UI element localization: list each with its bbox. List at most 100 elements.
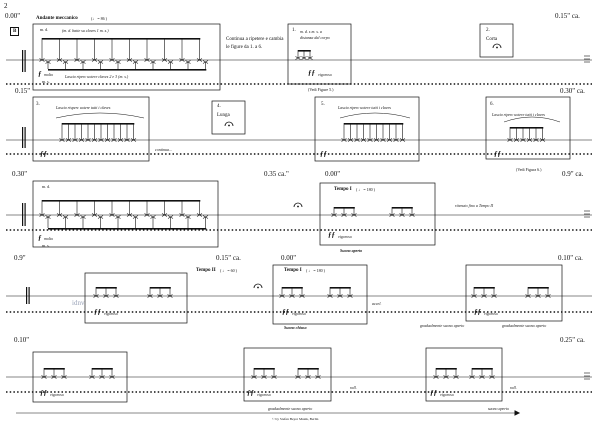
fig3-notes bbox=[59, 123, 137, 142]
box-sys5-c bbox=[425, 347, 503, 402]
sys4-notes-a2 bbox=[147, 287, 173, 298]
box-sys3-main bbox=[32, 180, 219, 248]
sys3-second-time: 0.00" bbox=[325, 170, 341, 178]
sys3-dynamic: ƒ bbox=[38, 234, 42, 242]
fig5-slur bbox=[339, 112, 411, 119]
fig3-slur bbox=[55, 112, 145, 119]
sys5-rall2: rall. bbox=[510, 385, 517, 390]
page-footer: © by Stefan Beyer Musik, Berlin bbox=[272, 417, 319, 421]
fig3-text: Lascia risperc uotere tutti i claves bbox=[56, 105, 111, 110]
note-groups bbox=[22, 38, 590, 380]
fig5-text: Lascia riperc uotere tutti i claves bbox=[338, 105, 391, 110]
sys5-notes-a2 bbox=[89, 368, 115, 379]
sys5-notes-b1 bbox=[251, 368, 277, 379]
box-sys5-b bbox=[243, 347, 332, 402]
sys1-tempo-mm: (♩ = 86 ) bbox=[91, 16, 107, 21]
sys4-tempo1-mm: ( ♩ = 180 ) bbox=[306, 268, 325, 273]
sys3-notes-top bbox=[39, 200, 203, 217]
sys3-mid-time: 0.35 ca." bbox=[264, 170, 289, 178]
percussion-clef-b-2 bbox=[24, 127, 26, 148]
fig1-dynamic: ƒƒ bbox=[308, 69, 315, 77]
tempo1-notes-b bbox=[389, 207, 415, 217]
sys1-notes-bottom bbox=[45, 60, 209, 71]
sys3-dyn2-word: vigoroso bbox=[338, 234, 352, 239]
sys5-dynamic-word-a: vigoroso bbox=[50, 392, 64, 397]
sys3-ritenuto: ritenuto fino a Tempo II bbox=[455, 203, 494, 208]
fig6-notes bbox=[507, 127, 546, 142]
box-sys5-a bbox=[32, 351, 128, 403]
fig2-number: 2. bbox=[486, 28, 490, 33]
sys4-fermata bbox=[253, 283, 263, 289]
rehearsal-mark: B bbox=[10, 27, 20, 36]
sys4-dynamic-word-b: vigoroso bbox=[292, 311, 306, 316]
percussion-clef-b-3 bbox=[24, 203, 26, 226]
box-sys1-main bbox=[32, 23, 221, 91]
sys4-dynamic-a: ƒƒ bbox=[94, 308, 101, 316]
sys3-tempo-label: Tempo I bbox=[334, 187, 352, 192]
sys5-start-time: 0.10" bbox=[14, 336, 30, 344]
box-tempo1 bbox=[319, 182, 436, 246]
sys4-notes-b2 bbox=[327, 287, 353, 298]
sys3-hand-bottom: m. s. bbox=[42, 243, 50, 248]
sys4-mid-time: 0.15" ca. bbox=[216, 254, 241, 262]
sys5-dynamic-word-b: vigoroso bbox=[257, 392, 271, 397]
watermark: idnv bbox=[72, 299, 85, 307]
box-sys4-b bbox=[272, 264, 368, 325]
sys4-below2: gradualmente suono aperto bbox=[420, 323, 465, 328]
box-fig3 bbox=[32, 96, 150, 162]
fig3-dynamic: ƒƒ bbox=[40, 150, 47, 158]
figure-boxes bbox=[32, 23, 571, 403]
fig5-notes bbox=[341, 123, 406, 142]
sys4-start-time: 0.9" bbox=[14, 254, 26, 262]
staff-lines bbox=[6, 59, 592, 416]
box-fig6 bbox=[485, 96, 571, 160]
box-fig2 bbox=[479, 23, 514, 58]
fig6-ref: (Vedi Figura 6.) bbox=[516, 167, 542, 172]
sys3-dyn2: ƒƒ bbox=[328, 231, 335, 239]
percussion-clef-b-4 bbox=[28, 287, 30, 304]
sys1-dynamic: ƒ bbox=[38, 70, 42, 78]
sys4-second-time: 0.00" bbox=[281, 254, 297, 262]
fig6-dynamic: ƒƒ bbox=[494, 150, 501, 158]
fig5-number: 5. bbox=[321, 102, 325, 107]
sys3-dynamic-word: molto bbox=[44, 236, 54, 241]
sys3-end-time: 0.9" ca. bbox=[562, 170, 584, 178]
sys4-dynamic-c: ƒƒ bbox=[474, 308, 481, 316]
box-fig1 bbox=[287, 23, 352, 85]
fig2-fermata bbox=[492, 43, 502, 49]
fig3-number: 3. bbox=[36, 102, 40, 107]
sys5-notes-a1 bbox=[41, 368, 67, 379]
sys1-dynamic-word: molto bbox=[44, 72, 54, 77]
sys4-notes-a1 bbox=[93, 287, 119, 298]
fig3-continue: continua... bbox=[155, 147, 172, 152]
sys5-notes-b2 bbox=[295, 368, 321, 379]
fig2-label: Corta bbox=[486, 37, 498, 42]
sys4-tempo2-label: Tempo II bbox=[196, 268, 216, 273]
sys4-below1: Suono chiuso bbox=[284, 325, 307, 330]
percussion-clef-4 bbox=[26, 287, 28, 304]
fig4-label: Lunga bbox=[217, 113, 230, 118]
fig5-dynamic: ƒƒ bbox=[320, 150, 327, 158]
sys5-dynamic-a: ƒƒ bbox=[40, 389, 47, 397]
percussion-clef-1 bbox=[22, 50, 24, 72]
percussion-clef-b-1 bbox=[24, 50, 26, 72]
fig1-text-line2: distanza dal corpo bbox=[300, 35, 330, 40]
box-fig5 bbox=[314, 96, 420, 162]
sys4-accel: accel. bbox=[372, 301, 382, 306]
sys3-tempo-mm: ( ♩ = 180 ) bbox=[356, 187, 375, 192]
sys1-tempo-label: Andante meccanico bbox=[36, 16, 78, 21]
fig4-fermata bbox=[224, 121, 234, 127]
sys5-end-time: 0.25" ca. bbox=[560, 336, 585, 344]
sys2-start-time: 0.15" bbox=[15, 87, 31, 95]
sys4-dynamic-word-a: vigoroso bbox=[104, 311, 118, 316]
fig1-notes bbox=[295, 50, 313, 60]
tempo1-notes-a bbox=[331, 207, 357, 217]
fig4-number: 4. bbox=[217, 104, 221, 109]
sys1-end-time: 0.15" ca. bbox=[555, 12, 580, 20]
sys3-notes-bottom bbox=[45, 215, 209, 230]
fig1-text-line1: m. d. s m. s. a bbox=[300, 29, 322, 34]
fig1-dynamic-word: vigoroso bbox=[318, 72, 332, 77]
page-number: 2 bbox=[4, 2, 8, 10]
sys4-tempo1-label: Tempo I bbox=[284, 268, 302, 273]
